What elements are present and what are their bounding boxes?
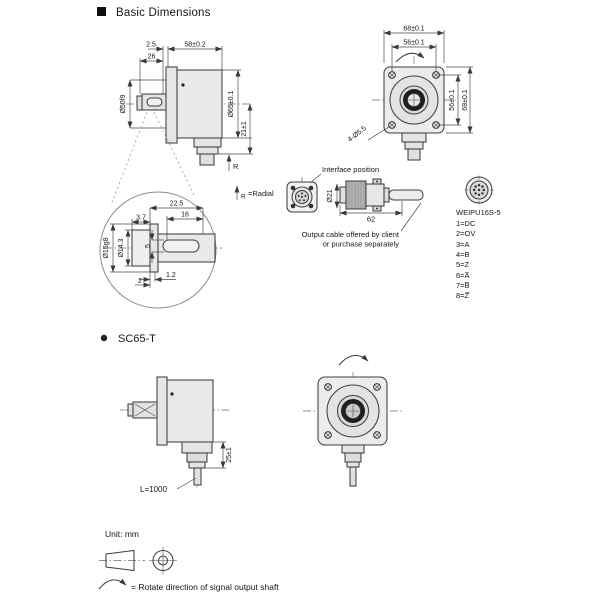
shaft-detail-view: 22.5 16 3.7 Ø15g8 Ø14.3 5 1.2 2: [99, 191, 222, 309]
dim-holes: 4-Ø5.5: [347, 125, 368, 144]
dim-5: 5: [145, 244, 152, 248]
index-dot: [181, 83, 185, 87]
dim-56-right: 56±0.1: [449, 89, 456, 110]
taper-shaft-symbol-icon: [99, 549, 145, 572]
dim-16: 16: [181, 212, 189, 219]
sc65t-side-view: 25±1 L=1000: [120, 376, 233, 494]
pin-label: 7=B̅: [456, 281, 470, 290]
mounting-screw-icon: [388, 71, 440, 129]
round-bullet-icon: [100, 334, 108, 342]
dim-1-2: 1.2: [166, 272, 176, 279]
radial-label: =Radial: [248, 189, 274, 198]
square-bullet-icon: [97, 7, 106, 16]
radial-mark: R: [241, 194, 246, 201]
rotate-note: = Rotate direction of signal output shaf…: [131, 582, 279, 592]
interface-row: R =Radial Interface position: [234, 165, 424, 249]
rotate-arrow-legend-icon: [98, 578, 127, 590]
dim-26: 26: [148, 54, 156, 61]
dim-d14: Ø14.3: [118, 238, 125, 257]
rotate-direction-arrow-icon: [338, 354, 369, 366]
radial-mark: R: [233, 162, 239, 171]
pin-label: 2=OV: [456, 229, 475, 238]
pin-label: 6=A̅: [456, 271, 470, 280]
dim-62: 62: [367, 215, 375, 224]
dim-3-7: 3.7: [136, 215, 146, 222]
dim-68-right: 68±0.1: [462, 89, 469, 110]
connector-face-icon: [464, 175, 494, 205]
dim-d15: Ø15g8: [103, 237, 110, 258]
taper-shaft-lines: [134, 403, 156, 417]
mounting-screw-icon: [324, 383, 381, 439]
encoder-front-view: 68±0.1 56±0.1 56±0.1 68±0.1 4-Ø5.5: [347, 26, 473, 161]
encoder-side-view: 2.5 58±0.2 26 Ø50f9 Ø65±0.1 21±1 R: [110, 42, 253, 206]
unit-note: Unit: mm: [105, 529, 139, 539]
pin-label: 5=Z: [456, 260, 470, 269]
connector-pinout: WEIPU16S-5 1=DC 2=OV 3=A 4=B 5=Z 6=A̅ 7=…: [456, 175, 501, 300]
dim-21: 21±1: [241, 121, 248, 137]
sc65t-title: SC65-T: [118, 333, 156, 345]
plug-side-view: [334, 178, 424, 232]
dim-25: 25±1: [226, 447, 233, 463]
interface-position-label: Interface position: [322, 165, 379, 174]
rotate-direction-arrow-icon: [395, 51, 425, 63]
cable: [193, 467, 202, 486]
dim-2-5: 2.5: [146, 42, 156, 49]
connector-model: WEIPU16S-5: [456, 208, 501, 217]
interface-face-icon: [286, 177, 318, 213]
section-title: Basic Dimensions: [116, 7, 211, 19]
shaft-end-symbol-icon: [149, 546, 177, 575]
dim-56-top: 56±0.1: [403, 40, 424, 47]
dim-d21: Ø21: [327, 189, 334, 202]
pin-label: 8=Z̅: [456, 291, 470, 300]
dim-d50: Ø50f9: [120, 94, 127, 113]
section-sc65t-header: SC65-T: [100, 333, 156, 345]
dim-58: 58±0.2: [184, 42, 205, 49]
dim-d65: Ø65±0.1: [228, 90, 235, 117]
sc65t-front-view: [303, 354, 403, 487]
section-basic-dimensions-header: Basic Dimensions: [97, 7, 211, 19]
dim-68-top: 68±0.1: [403, 26, 424, 33]
cable-note-line2: or purchase separately: [323, 240, 400, 249]
dim-2: 2: [138, 278, 142, 285]
cable: [349, 466, 357, 487]
cable-note-line1: Output cable offered by client: [302, 230, 400, 239]
footer-notes: Unit: mm = Rotate direction of signal ou…: [98, 529, 279, 592]
pin-label: 4=B: [456, 250, 470, 259]
pin-label: 1=DC: [456, 219, 476, 228]
pin-label: 3=A: [456, 240, 470, 249]
cable-length-label: L=1000: [140, 485, 167, 494]
cable: [388, 189, 424, 201]
dim-22-5: 22.5: [170, 201, 184, 208]
